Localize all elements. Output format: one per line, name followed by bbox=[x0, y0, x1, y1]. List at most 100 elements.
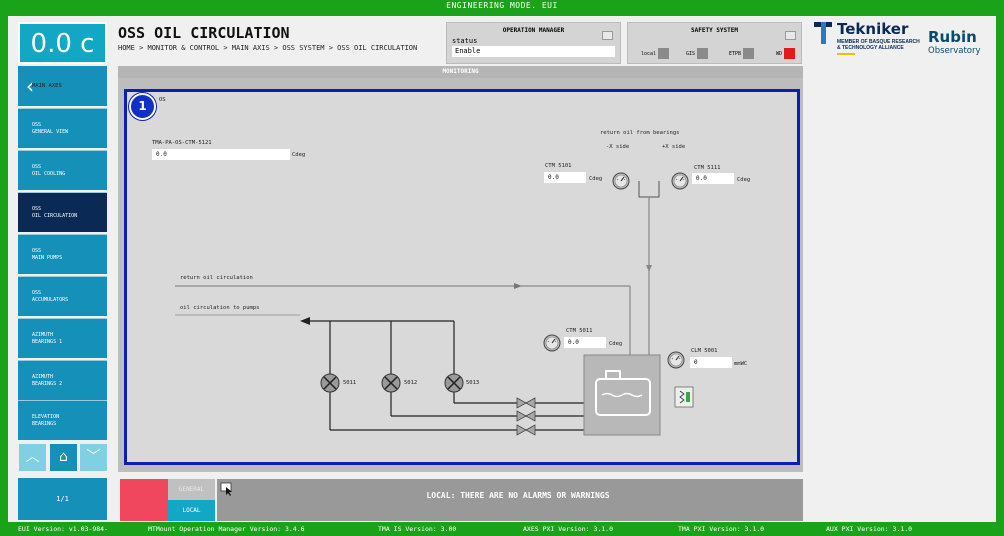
nav-line: OSS bbox=[32, 163, 42, 170]
nav-line: ACCUMULATORS bbox=[32, 296, 69, 303]
version-footer: EUI Version: v1.03-984- MTMount Operatio… bbox=[0, 522, 1004, 536]
alarm-expand-button[interactable] bbox=[217, 479, 233, 521]
tekniker-mark bbox=[821, 22, 826, 44]
operation-manager-panel: OPERATION MANAGER status Enable bbox=[446, 22, 621, 64]
safety-etpb: ETPB bbox=[729, 48, 755, 59]
tma-sensor-label: TMA-PA-OS-CTM-5121 bbox=[152, 140, 212, 146]
status-indicator bbox=[697, 48, 709, 59]
gauge-icon bbox=[612, 172, 630, 190]
nav-line: BEARINGS 2 bbox=[32, 380, 63, 387]
local-mode-button[interactable]: LOCAL bbox=[168, 500, 215, 521]
expand-icon[interactable] bbox=[785, 31, 796, 40]
tma-is-version: TMA IS Version: 3.00 bbox=[378, 525, 457, 533]
general-mode-button[interactable]: GENERAL bbox=[168, 479, 215, 500]
alarm-indicator[interactable] bbox=[120, 479, 168, 521]
page-indicator: 1/1 bbox=[18, 478, 107, 520]
safety-label: ETPB bbox=[729, 50, 742, 57]
nav-line: OIL CIRCULATION bbox=[32, 212, 78, 219]
monitoring-header: MONITORING bbox=[118, 66, 803, 78]
ctm5101-label: CTM 5101 bbox=[545, 163, 572, 169]
tekniker-wordmark: Tekniker bbox=[837, 20, 909, 38]
status-indicator bbox=[658, 48, 670, 59]
back-label: MAIN AXES bbox=[32, 83, 62, 89]
home-icon: ⌂ bbox=[59, 449, 68, 465]
status-indicator bbox=[784, 48, 796, 59]
scroll-up-button[interactable]: ︿ bbox=[19, 444, 46, 471]
nav-line: OSS bbox=[32, 247, 42, 254]
nav-line: BEARINGS 1 bbox=[32, 338, 63, 345]
oil-circulation-diagram bbox=[175, 172, 694, 436]
check-valve-icon bbox=[516, 424, 536, 436]
nav-line: ELEVATION bbox=[32, 413, 60, 420]
rubin-wordmark: Rubin bbox=[928, 28, 977, 46]
ctm5111-value: 0.0 bbox=[692, 173, 734, 184]
breadcrumb: HOME > MONITOR & CONTROL > MAIN AXIS > O… bbox=[118, 44, 418, 52]
aux-pxi-version: AUX PXI Version: 3.1.0 bbox=[826, 525, 913, 533]
chevron-down-icon: ﹀ bbox=[86, 449, 101, 465]
clm5001-label: CLM 5001 bbox=[691, 348, 718, 354]
valve-5013-label: 5013 bbox=[466, 380, 480, 386]
return-circulation-label: return oil circulation bbox=[180, 275, 253, 281]
axes-pxi-version: AXES PXI Version: 3.1.0 bbox=[523, 525, 614, 533]
valve-5011-icon[interactable] bbox=[320, 373, 340, 393]
check-valve-icon bbox=[516, 397, 536, 409]
return-bearings-label: return oil from bearings bbox=[600, 130, 680, 136]
rubin-logo: Rubin Observatory bbox=[928, 28, 981, 56]
chevron-up-icon: ︿ bbox=[25, 449, 40, 465]
check-valve-icon bbox=[516, 410, 536, 422]
safety-wd: WD bbox=[776, 48, 796, 59]
operation-manager-title: OPERATION MANAGER bbox=[502, 27, 565, 34]
nav-line: OSS bbox=[32, 205, 42, 212]
tekniker-subtitle: MEMBER OF BASQUE RESEARCH & TECHNOLOGY A… bbox=[837, 39, 920, 51]
x-neg-side-label: -X side bbox=[606, 144, 630, 150]
engineering-mode-banner: ENGINEERING MODE. EUI bbox=[0, 0, 1004, 16]
scroll-down-button[interactable]: ﹀ bbox=[80, 444, 107, 471]
expand-icon[interactable] bbox=[602, 31, 613, 40]
cursor-icon bbox=[220, 482, 232, 496]
valve-5011-label: 5011 bbox=[343, 380, 357, 386]
nav-line: GENERAL VIEW bbox=[32, 128, 69, 135]
nav-line: AZIMUTH bbox=[32, 373, 54, 380]
clm5001-unit: mmWC bbox=[734, 361, 748, 367]
nav-line: OSS bbox=[32, 121, 42, 128]
tekniker-logo: Tekniker MEMBER OF BASQUE RESEARCH & TEC… bbox=[812, 20, 924, 66]
nav-line: AZIMUTH bbox=[32, 331, 54, 338]
safety-system-panel: SAFETY SYSTEM local GIS ETPB WD bbox=[627, 22, 802, 64]
tekniker-accent bbox=[837, 53, 855, 55]
status-label: status bbox=[452, 37, 478, 45]
ctm5011-label: CTM 5011 bbox=[566, 328, 593, 334]
ctm5111-label: CTM 5111 bbox=[694, 165, 721, 171]
page-title: OSS OIL CIRCULATION bbox=[118, 24, 290, 42]
safety-label: GIS bbox=[686, 50, 696, 57]
valve-5012-icon[interactable] bbox=[381, 373, 401, 393]
alarm-message: LOCAL: THERE ARE NO ALARMS OR WARNINGS bbox=[233, 479, 803, 521]
tma-sensor-unit: Cdeg bbox=[292, 152, 306, 158]
tma-pxi-version: TMA PXI Version: 3.1.0 bbox=[678, 525, 765, 533]
gauge-icon bbox=[667, 351, 685, 369]
gauge-icon bbox=[543, 334, 561, 352]
eui-version: EUI Version: v1.03-984- bbox=[18, 525, 109, 533]
ctm5111-unit: Cdeg bbox=[737, 177, 751, 183]
back-to-main-axes-button[interactable]: ‹ MAIN AXES bbox=[18, 66, 107, 106]
nav-line: BEARINGS bbox=[32, 420, 57, 427]
to-pumps-label: oil circulation to pumps bbox=[180, 305, 260, 311]
home-button[interactable]: ⌂ bbox=[50, 444, 77, 471]
valve-5013-icon[interactable] bbox=[444, 373, 464, 393]
mtm-version: MTMount Operation Manager Version: 3.4.6 bbox=[148, 525, 305, 533]
system-tag: OS bbox=[159, 97, 166, 103]
nav-line: OSS bbox=[32, 289, 42, 296]
safety-label: local bbox=[641, 50, 657, 57]
status-value: Enable bbox=[452, 46, 615, 57]
safety-local: local bbox=[641, 48, 670, 59]
safety-gis: GIS bbox=[686, 48, 709, 59]
ctm5011-unit: Cdeg bbox=[609, 341, 623, 347]
ctm5101-value: 0.0 bbox=[544, 172, 586, 183]
